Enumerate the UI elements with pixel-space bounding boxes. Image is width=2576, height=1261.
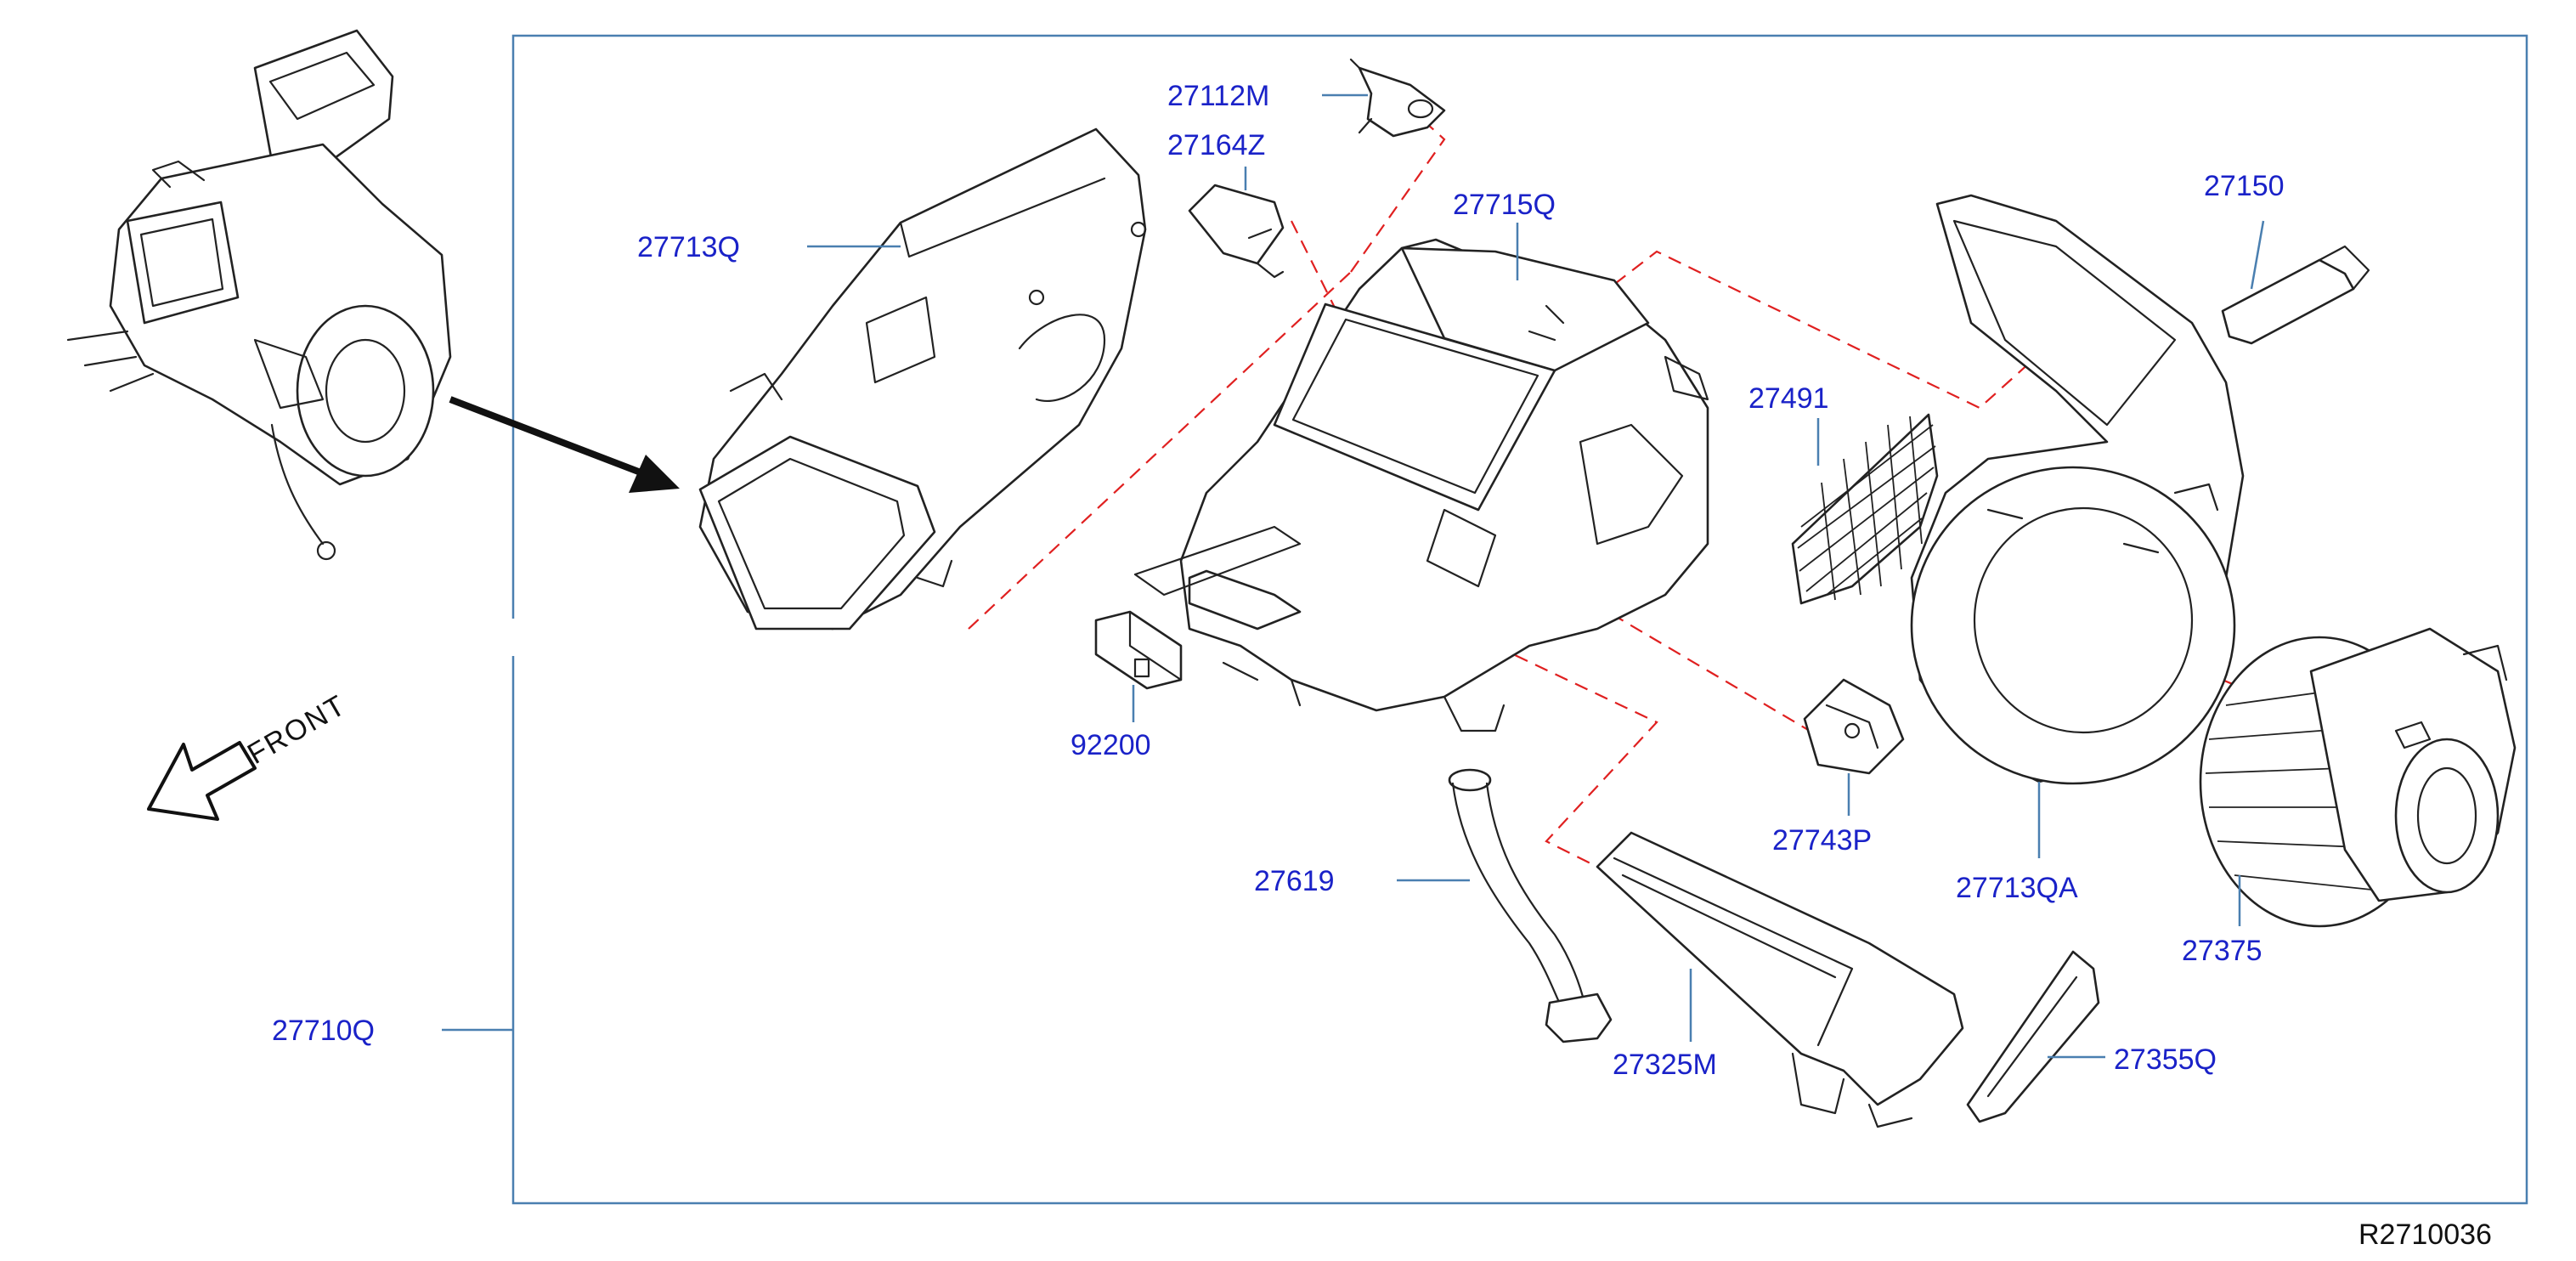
assembly-frame <box>511 34 2528 1205</box>
assembly-arrowhead <box>629 455 680 493</box>
callout-27325M[interactable]: 27325M <box>1613 1049 1717 1081</box>
part-27112M-bracket <box>1349 58 1446 138</box>
callout-27743P[interactable]: 27743P <box>1772 824 1872 857</box>
part-27713Q-housing <box>698 127 1147 630</box>
callout-27715Q[interactable]: 27715Q <box>1453 189 1556 221</box>
part-27164Z-sensor <box>1188 184 1285 279</box>
callout-27112M[interactable]: 27112M <box>1167 80 1269 112</box>
part-27325M-duct <box>1596 831 1964 1128</box>
part-27743P-actuator <box>1803 678 1905 775</box>
callout-27150[interactable]: 27150 <box>2204 170 2285 202</box>
callout-27491[interactable]: 27491 <box>1748 382 1829 415</box>
callout-27355Q[interactable]: 27355Q <box>2114 1043 2217 1076</box>
assembled-blower-unit <box>66 29 452 561</box>
callout-27164Z[interactable]: 27164Z <box>1167 129 1265 161</box>
part-27619-drain-hose <box>1448 768 1613 1043</box>
diagram-reference-code: R2710036 <box>2359 1219 2492 1251</box>
callout-27713Q[interactable]: 27713Q <box>637 231 740 263</box>
part-27713QA-blower-housing <box>1910 194 2245 785</box>
part-27150-resistor <box>2221 245 2370 345</box>
callout-27619[interactable]: 27619 <box>1254 865 1335 897</box>
callout-27713QA[interactable]: 27713QA <box>1956 872 2078 904</box>
part-27375-blower-motor <box>2199 627 2517 928</box>
part-27715Q-center-unit <box>1133 238 1709 732</box>
front-label: FRONT <box>242 688 352 770</box>
assembly-arrow <box>449 396 664 484</box>
callout-92200[interactable]: 92200 <box>1071 729 1151 761</box>
part-27491-filter-mesh <box>1791 413 1939 605</box>
leader-27150 <box>2250 220 2265 290</box>
callout-27710Q[interactable]: 27710Q <box>272 1015 375 1047</box>
callout-27375[interactable]: 27375 <box>2182 935 2262 967</box>
part-92200-clip <box>1094 610 1183 690</box>
front-arrow-icon <box>147 741 257 821</box>
part-27355Q-clip <box>1966 950 2100 1123</box>
